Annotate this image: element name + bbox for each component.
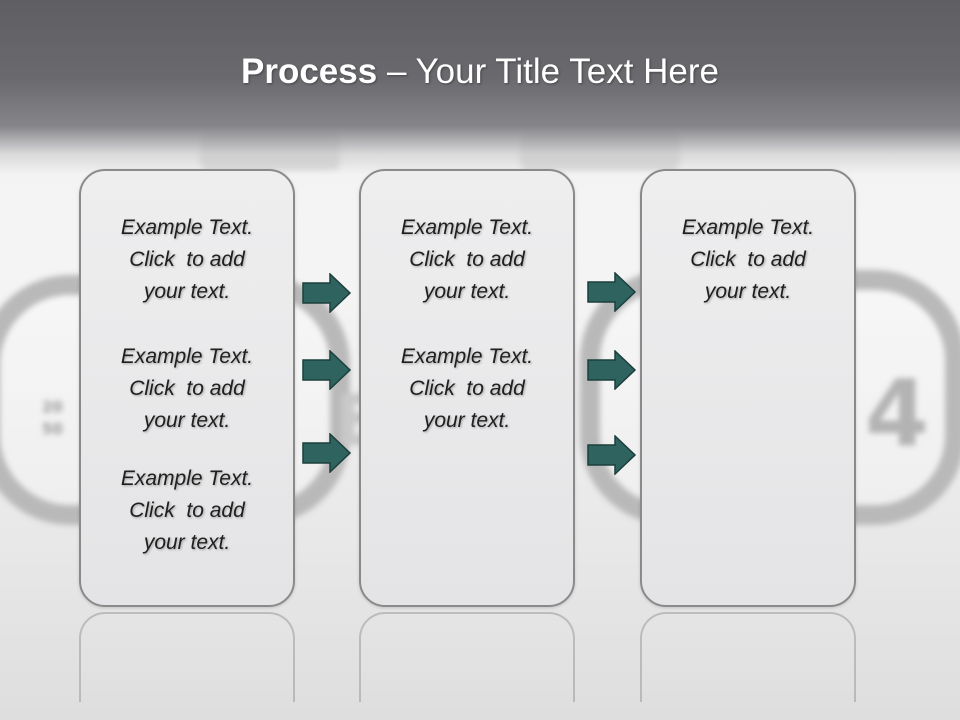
right-arrow-icon[interactable] bbox=[587, 272, 637, 312]
box-reflection-3 bbox=[640, 612, 856, 702]
title-rest-text: – Your Title Text Here bbox=[377, 52, 719, 91]
right-arrow-icon[interactable] bbox=[587, 350, 637, 390]
title-band bbox=[0, 0, 960, 175]
slide-title[interactable]: Process – Your Title Text Here bbox=[0, 52, 960, 92]
right-arrow-icon[interactable] bbox=[302, 273, 352, 313]
eye-chart-digit-4: 4 bbox=[865, 360, 930, 467]
right-arrow-icon[interactable] bbox=[302, 433, 352, 473]
title-bold-text: Process bbox=[241, 52, 378, 91]
box-reflection-1 bbox=[79, 612, 295, 702]
eye-chart-number-top: 20 bbox=[42, 398, 63, 416]
box-reflection-2 bbox=[359, 612, 575, 702]
eye-chart-number-bottom: 50 bbox=[42, 420, 63, 438]
right-arrow-icon[interactable] bbox=[302, 350, 352, 390]
right-arrow-icon[interactable] bbox=[587, 435, 637, 475]
